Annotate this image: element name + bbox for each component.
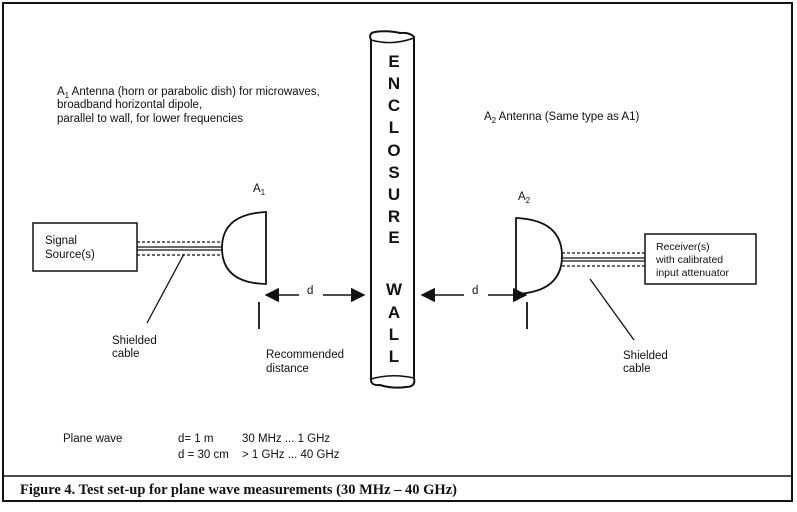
- distance-label-left: d: [307, 285, 313, 297]
- wall-letter: R: [388, 207, 400, 226]
- plane-wave-distance: d = 30 cm: [178, 449, 229, 461]
- shielded-cable-right: [562, 252, 645, 267]
- figure-caption: Figure 4. Test set-up for plane wave mea…: [20, 482, 457, 498]
- a2-description: A2 Antenna (Same type as A1): [484, 111, 639, 125]
- receiver-label: Receiver(s): [656, 241, 710, 253]
- signal-source-box: [32, 222, 138, 272]
- recommended-distance-label: Recommended: [266, 349, 344, 361]
- recommended-distance-label: distance: [266, 363, 309, 375]
- wall-letter: U: [388, 185, 400, 204]
- figure-frame: [2, 2, 793, 502]
- svg-text:broadband horizontal dipole,: broadband horizontal dipole,: [57, 99, 202, 111]
- plane-wave-label: Plane wave: [63, 433, 122, 445]
- wall-letter: O: [387, 141, 400, 160]
- plane-wave-range: 30 MHz ... 1 GHz: [242, 433, 330, 445]
- shielded-cable-right-label: cable: [623, 363, 651, 375]
- wall-word-enclosure: E N C L O S U R E: [387, 52, 400, 247]
- pointer-line-left: [146, 253, 185, 324]
- shielded-cable-left: [137, 241, 223, 256]
- wall-letter: L: [389, 347, 399, 366]
- pointer-line-right: [589, 278, 635, 341]
- wall-letter: L: [389, 325, 399, 344]
- a1-description: A1 Antenna (horn or parabolic dish) for …: [57, 86, 320, 125]
- shielded-cable-left-label: cable: [112, 348, 140, 360]
- wall-letter: A: [388, 303, 400, 322]
- wall-letter: W: [386, 280, 403, 299]
- receiver-box: [644, 233, 757, 285]
- wall-letter: C: [388, 96, 400, 115]
- wall-letter: E: [388, 52, 399, 71]
- svg-text:parallel to wall, for lower fr: parallel to wall, for lower frequencies: [57, 113, 243, 125]
- distance-label-right: d: [472, 285, 478, 297]
- wall-letter: L: [389, 118, 399, 137]
- shielded-cable-right-label: Shielded: [623, 350, 668, 362]
- antenna-a2-label: A2: [518, 191, 531, 205]
- plane-wave-range: > 1 GHz ... 40 GHz: [242, 449, 340, 461]
- signal-source-label: Signal: [45, 235, 77, 247]
- receiver-label: with calibrated: [655, 254, 723, 266]
- antenna-a1: [221, 211, 267, 285]
- receiver-label: input attenuator: [656, 267, 729, 279]
- plane-wave-distance: d= 1 m: [178, 433, 213, 445]
- antenna-a2: [515, 217, 563, 295]
- wall-letter: E: [388, 228, 399, 247]
- wall-letter: N: [388, 74, 400, 93]
- shielded-cable-left-label: Shielded: [112, 335, 157, 347]
- signal-source-label: Source(s): [45, 249, 95, 261]
- plane-wave-table: Plane wave d= 1 m 30 MHz ... 1 GHz d = 3…: [63, 433, 340, 461]
- wall-letter: S: [388, 163, 399, 182]
- svg-text:A1 Antenna (horn or parabolic: A1 Antenna (horn or parabolic dish) for …: [57, 86, 320, 100]
- antenna-a1-label: A1: [253, 183, 266, 197]
- wall-word-wall: W A L L: [386, 280, 403, 366]
